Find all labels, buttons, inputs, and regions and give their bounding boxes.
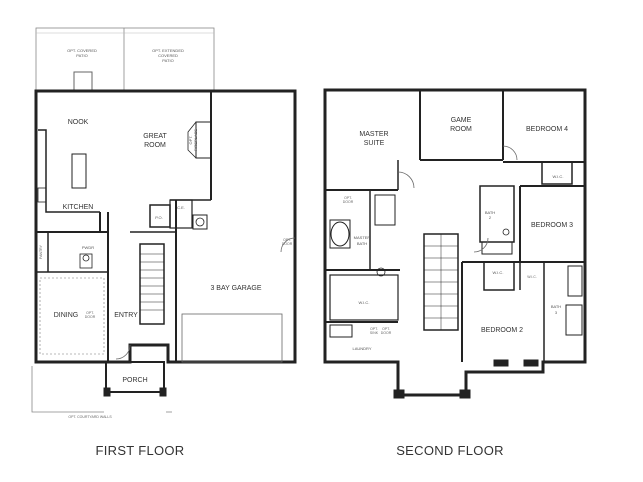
laundry-opt-label-1: OPT. bbox=[370, 327, 378, 331]
bedroom-3-label: BEDROOM 3 bbox=[531, 222, 573, 229]
first-floor-title: FIRST FLOOR bbox=[95, 443, 184, 458]
bath-3-label-1: BATH bbox=[551, 304, 561, 309]
master-suite-label-2: SUITE bbox=[364, 140, 385, 147]
opt-master-door-label-2: DOOR bbox=[343, 200, 354, 204]
bath-2-label-1: BATH bbox=[485, 210, 495, 215]
first-floor-plan bbox=[31, 27, 297, 413]
opt-courtyard-label: OPT. COURTYARD WALLS bbox=[68, 415, 112, 419]
ce-label: C.E. bbox=[177, 205, 185, 210]
entry-label: ENTRY bbox=[114, 312, 138, 319]
bedroom-4-wic-label: W.I.C. bbox=[553, 174, 564, 179]
bath-2-label-2: 2 bbox=[489, 215, 492, 220]
first-floor-outer-wall bbox=[34, 89, 297, 364]
porch-label: PORCH bbox=[122, 377, 147, 384]
second-floor-title: SECOND FLOOR bbox=[396, 443, 504, 458]
bedroom-2-wic-label: W.I.C. bbox=[493, 270, 504, 275]
opt-pwdr-door-label-1: OPT. bbox=[86, 311, 94, 315]
game-room-label-2: ROOM bbox=[450, 126, 472, 133]
game-room-label-1: GAME bbox=[451, 117, 472, 124]
opt-pwdr-door-label-2: DOOR bbox=[85, 315, 96, 319]
po-label: P.O. bbox=[155, 215, 163, 220]
laundry-opt-label-3: OPT. bbox=[382, 327, 390, 331]
opt-fireplace-label-1: OPT. bbox=[188, 136, 193, 145]
garage-label: 3 BAY GARAGE bbox=[210, 285, 261, 292]
master-bath-label-1: MASTER bbox=[354, 235, 371, 240]
second-floor-plan bbox=[323, 88, 587, 399]
pwdr-label: PWDR bbox=[82, 245, 94, 250]
opt-covered-patio-label-1: OPT. COVERED bbox=[67, 48, 97, 53]
pantry-label: PANTRY bbox=[39, 244, 43, 259]
chimney bbox=[73, 71, 93, 91]
garage-door-area bbox=[181, 313, 283, 363]
bedroom-4-label: BEDROOM 4 bbox=[526, 126, 568, 133]
bedroom-3-wic-label: W.I.C. bbox=[527, 275, 537, 279]
opt-master-door-label-1: OPT. bbox=[344, 196, 352, 200]
opt-extended-patio-label-1: OPT. EXTENDED bbox=[152, 48, 184, 53]
opt-extended-patio-label-3: PATIO bbox=[162, 58, 173, 63]
bedroom-2-label: BEDROOM 2 bbox=[481, 327, 523, 334]
first-floor-stairs bbox=[139, 243, 165, 325]
master-wic-label: W.I.C. bbox=[359, 300, 370, 305]
opt-patio-outline bbox=[35, 27, 215, 91]
master-bath-label-2: BATH bbox=[357, 241, 367, 246]
great-room-label-1: GREAT bbox=[143, 133, 167, 140]
nook-label: NOOK bbox=[68, 119, 89, 126]
opt-fireplace-label-2: FIREPLACE bbox=[193, 129, 198, 152]
kitchen-label: KITCHEN bbox=[63, 204, 94, 211]
laundry-opt-label-2: SINK bbox=[370, 331, 379, 335]
laundry-opt-label-4: DOOR bbox=[381, 331, 392, 335]
opt-extended-patio-label-2: COVERED bbox=[158, 53, 178, 58]
porch bbox=[105, 361, 165, 393]
opt-garage-door-label-1: OPT. bbox=[283, 238, 291, 242]
first-floor-labels: OPT. COVERED PATIO OPT. EXTENDED COVERED… bbox=[39, 48, 293, 458]
opt-garage-door-label-2: DOOR bbox=[282, 242, 293, 246]
bath-3-label-2: 3 bbox=[555, 310, 558, 315]
master-suite-label-1: MASTER bbox=[359, 131, 388, 138]
second-floor-labels: MASTER SUITE GAME ROOM BEDROOM 4 W.I.C. … bbox=[343, 117, 573, 458]
great-room-label-2: ROOM bbox=[144, 142, 166, 149]
dining-label: DINING bbox=[54, 312, 79, 319]
laundry-label: LAUNDRY bbox=[352, 346, 371, 351]
opt-covered-patio-label-2: PATIO bbox=[76, 53, 87, 58]
kitchen-island bbox=[71, 153, 87, 189]
